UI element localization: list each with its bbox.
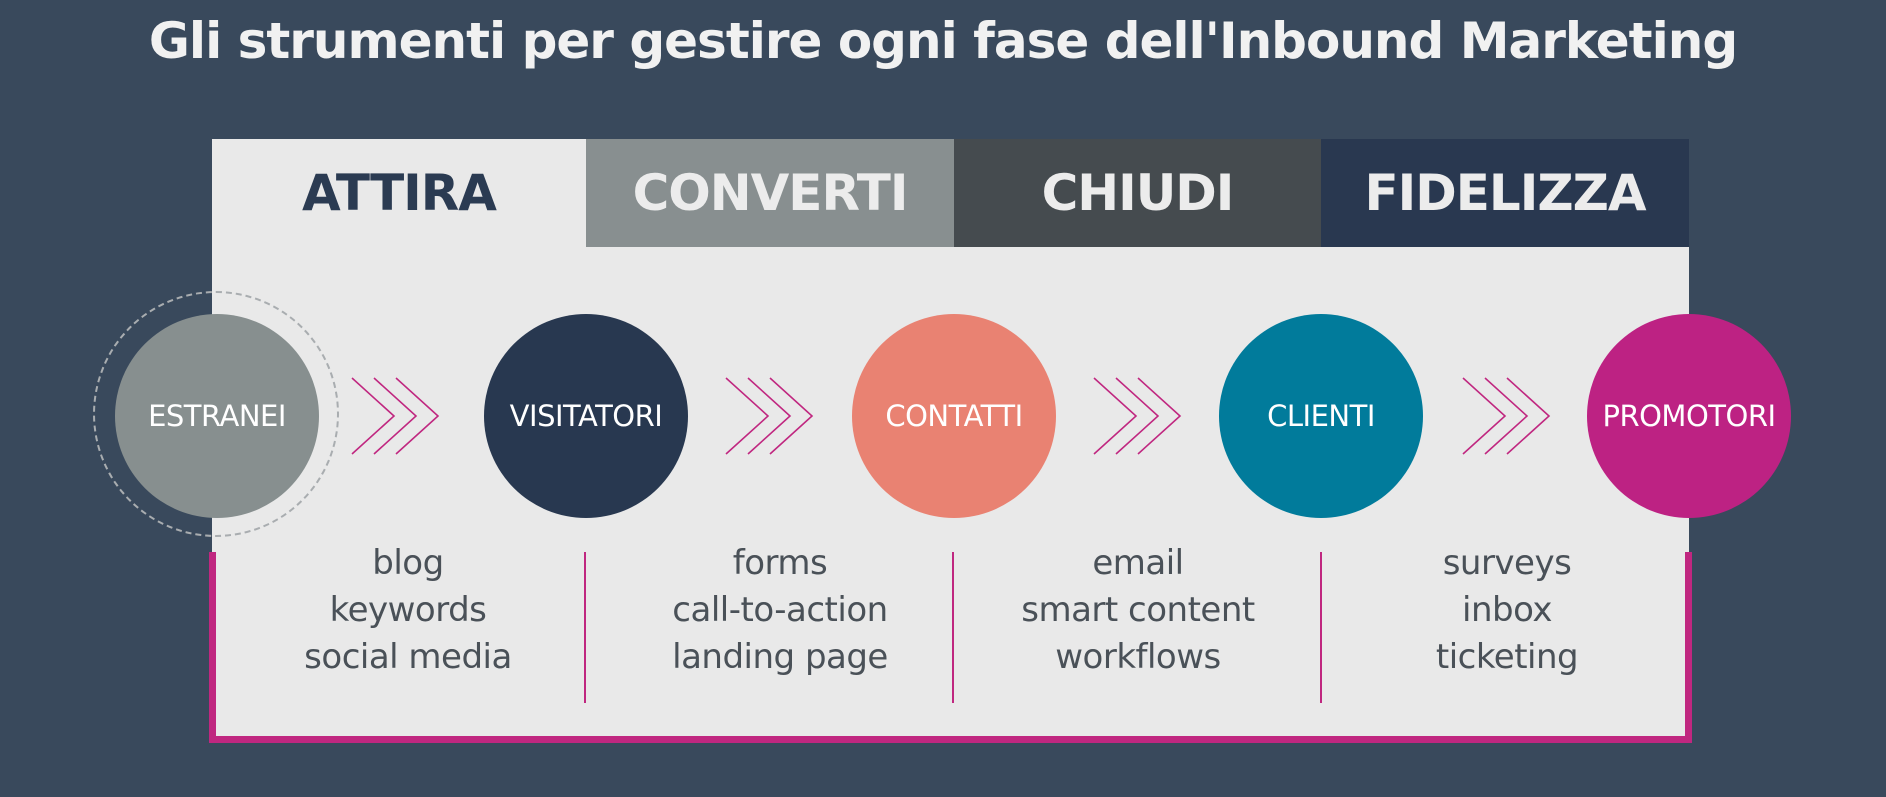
tool-item: surveys — [1442, 543, 1572, 583]
column-divider — [952, 552, 954, 703]
tool-item: ticketing — [1435, 637, 1579, 677]
tool-item: call-to-action — [672, 590, 888, 630]
tool-item: email — [1092, 543, 1184, 583]
tab-attira: ATTIRA — [212, 139, 586, 247]
chevron-arrows-icon — [1093, 377, 1182, 455]
tools-attira: blog keywords social media — [223, 540, 593, 681]
tool-item: blog — [372, 543, 444, 583]
tab-fidelizza: FIDELIZZA — [1321, 139, 1689, 247]
estranei-dashed-ring — [93, 291, 339, 537]
tab-attira-label: ATTIRA — [302, 164, 497, 222]
tools-chiudi: email smart content workflows — [953, 540, 1323, 681]
stage-estranei: ESTRANEI — [115, 314, 319, 518]
page-title: Gli strumenti per gestire ogni fase dell… — [148, 12, 1738, 70]
chevron-arrows-icon — [351, 377, 440, 455]
stage-promotori: PROMOTORI — [1587, 314, 1791, 518]
stage-visitatori: VISITATORI — [484, 314, 688, 518]
panel-bottom-border — [209, 552, 1692, 743]
tools-fidelizza: surveys inbox ticketing — [1322, 540, 1692, 681]
tab-chiudi-label: CHIUDI — [1041, 164, 1235, 222]
tool-item: keywords — [329, 590, 487, 630]
tab-fidelizza-label: FIDELIZZA — [1364, 164, 1646, 222]
column-divider — [1320, 552, 1322, 703]
chevron-arrows-icon — [1462, 377, 1551, 455]
tool-item: workflows — [1055, 637, 1221, 677]
tools-converti: forms call-to-action landing page — [595, 540, 965, 681]
tab-converti: CONVERTI — [586, 139, 954, 247]
stage-contatti: CONTATTI — [852, 314, 1056, 518]
tab-chiudi: CHIUDI — [954, 139, 1321, 247]
tool-item: social media — [304, 637, 512, 677]
stage-clienti: CLIENTI — [1219, 314, 1423, 518]
tool-item: forms — [732, 543, 828, 583]
tool-item: landing page — [672, 637, 888, 677]
tool-item: smart content — [1021, 590, 1255, 630]
tool-item: inbox — [1462, 590, 1552, 630]
chevron-arrows-icon — [725, 377, 814, 455]
tab-converti-label: CONVERTI — [632, 164, 909, 222]
column-divider — [584, 552, 586, 703]
